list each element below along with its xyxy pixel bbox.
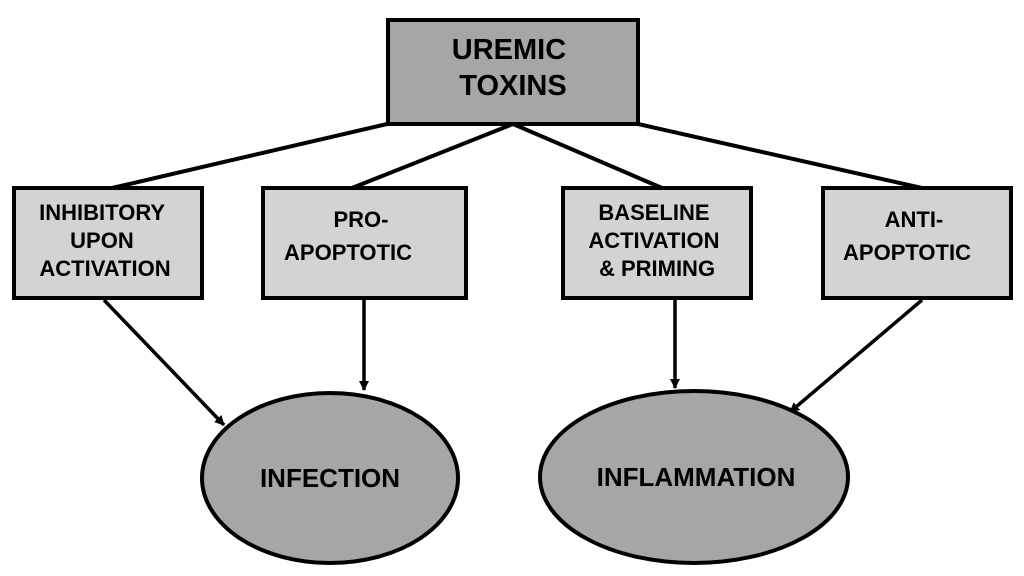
inhibitory-label-line-3: ACTIVATION xyxy=(39,256,170,281)
connector-root-to-pro-apoptotic xyxy=(351,122,514,190)
pro-apoptotic-box: PRO- APOPTOTIC xyxy=(261,186,468,300)
baseline-activation-priming-box: BASELINE ACTIVATION & PRIMING xyxy=(561,186,753,300)
connector-root-to-inhibitory xyxy=(111,122,388,190)
baseline-activation-priming-label: BASELINE ACTIVATION & PRIMING xyxy=(588,200,725,281)
baseline-label-line-2: ACTIVATION xyxy=(588,228,719,253)
connector-root-to-baseline xyxy=(512,122,663,190)
root-connectors xyxy=(111,122,923,190)
anti-apoptotic-label-line-2: APOPTOTIC xyxy=(843,240,971,265)
connector-root-to-anti-apoptotic xyxy=(637,122,923,190)
inhibitory-upon-activation-label: INHIBITORY UPON ACTIVATION xyxy=(39,200,171,281)
inhibitory-label-line-1: INHIBITORY xyxy=(39,200,165,225)
baseline-label-line-3: & PRIMING xyxy=(599,256,715,281)
inhibitory-upon-activation-box: INHIBITORY UPON ACTIVATION xyxy=(12,186,204,300)
inhibitory-label-line-2: UPON xyxy=(70,228,134,253)
baseline-label-line-1: BASELINE xyxy=(598,200,709,225)
uremic-toxins-box: UREMIC TOXINS xyxy=(386,18,640,126)
pro-apoptotic-label-line-2: APOPTOTIC xyxy=(284,240,412,265)
arrow-inhibitory-to-infection xyxy=(102,298,226,427)
infection-label: INFECTION xyxy=(260,463,400,493)
inflammation-label: INFLAMMATION xyxy=(597,462,796,492)
anti-apoptotic-label: ANTI- APOPTOTIC xyxy=(843,207,971,265)
inflammation-node: INFLAMMATION xyxy=(538,389,850,565)
pro-apoptotic-label: PRO- APOPTOTIC xyxy=(284,207,412,265)
uremic-toxins-label: UREMIC TOXINS xyxy=(452,34,574,102)
arrow-anti-apoptotic-to-inflammation xyxy=(788,298,924,414)
pro-apoptotic-label-line-1: PRO- xyxy=(333,207,388,232)
outcome-arrows xyxy=(102,298,924,427)
uremic-toxins-label-line-1: UREMIC xyxy=(452,34,566,66)
infection-node: INFECTION xyxy=(200,391,460,565)
anti-apoptotic-box: ANTI- APOPTOTIC xyxy=(821,186,1013,300)
anti-apoptotic-label-line-1: ANTI- xyxy=(885,207,944,232)
uremic-toxins-label-line-2: TOXINS xyxy=(459,70,566,102)
